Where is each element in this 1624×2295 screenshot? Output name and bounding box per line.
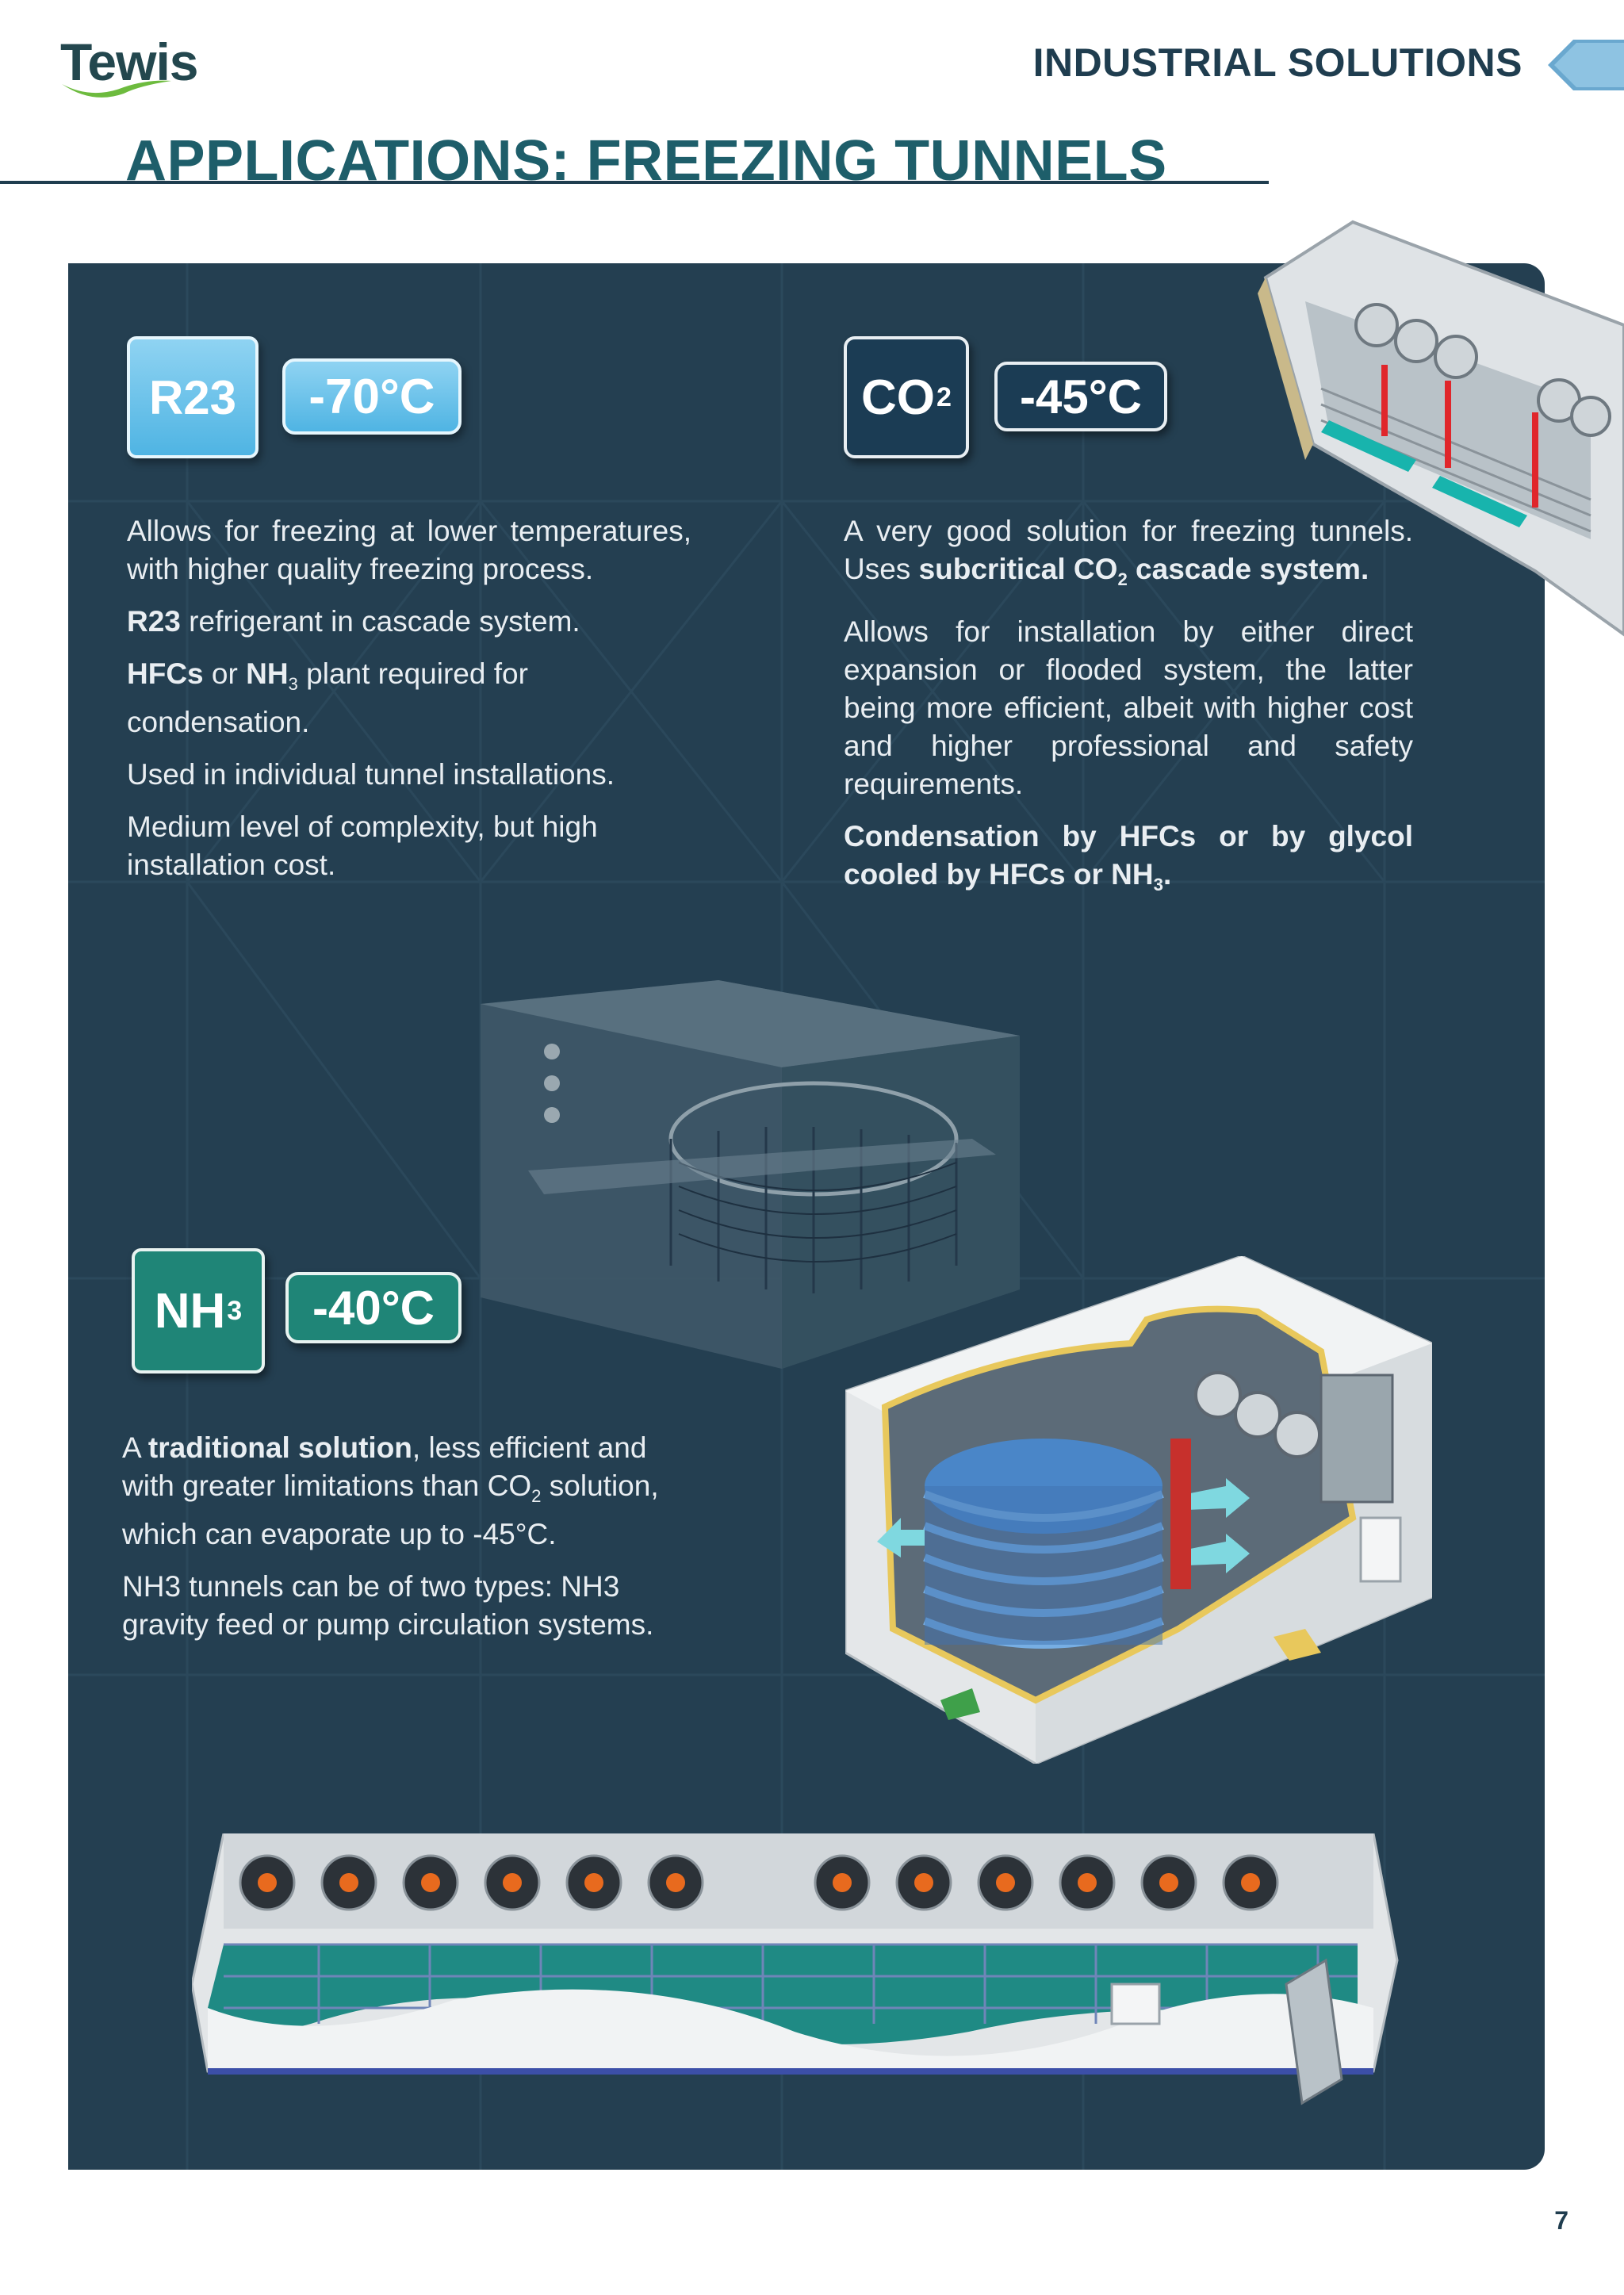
r23-paragraph: HFCs or NH3 plant required for condensat… [127,657,528,738]
co2-paragraph: Condensation by HFCs or by glycol cooled… [844,819,1413,895]
page-number: 7 [1554,2206,1568,2235]
nh3-temperature-badge: -40°C [285,1272,462,1343]
logo-text: Tewis [60,33,199,91]
r23-refrigerant-badge: R23 [127,336,259,458]
spiral-freezer-cutaway-illustration [845,1256,1432,1764]
linear-freezing-tunnel-illustration [192,1833,1399,2105]
co2-description: A very good solution for freezing tunnel… [844,512,1413,918]
r23-paragraph: Allows for freezing at lower temperature… [127,515,691,585]
cutaway-tunnel-illustration [1258,220,1624,637]
nh3-paragraph: NH3 tunnels can be of two types: NH3 gra… [122,1569,654,1641]
co2-temperature-badge: -45°C [994,362,1167,431]
logo-swoosh-icon [62,80,171,98]
r23-description: Allows for freezing at lower temperature… [127,512,691,898]
r23-temperature-badge: -70°C [282,358,462,435]
tewis-logo: Tewis [60,29,235,100]
r23-paragraph: Used in individual tunnel installations. [127,757,615,791]
title-divider [0,181,1269,184]
section-label: INDUSTRIAL SOLUTIONS [1032,40,1522,85]
nh3-paragraph: A traditional solution, less efficient a… [122,1431,659,1550]
r23-paragraph: R23 refrigerant in cascade system. [127,605,580,638]
r23-paragraph: Medium level of complexity, but high ins… [127,810,598,881]
spiral-freezer-enclosure-illustration [481,980,1020,1369]
nh3-description: A traditional solution, less efficient a… [122,1429,693,1658]
co2-paragraph: A very good solution for freezing tunnel… [844,515,1413,589]
header-tab-arrow-icon [1548,40,1624,90]
co2-paragraph: Allows for installation by either direct… [844,615,1413,800]
